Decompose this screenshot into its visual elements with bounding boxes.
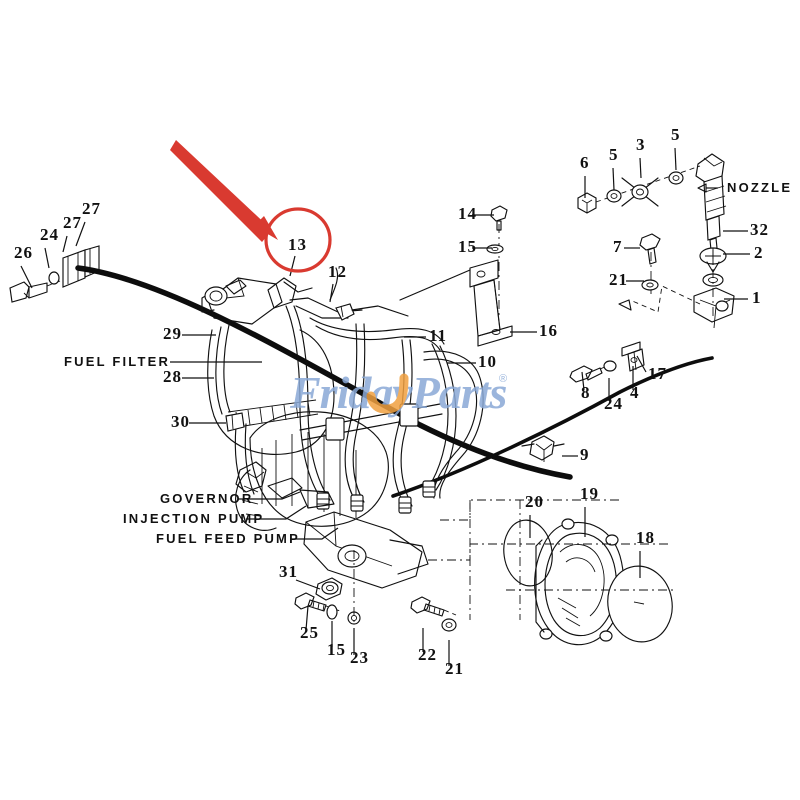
callout-number: 7	[613, 237, 623, 256]
red-highlight-ellipse	[264, 207, 332, 273]
callout-leader-13	[289, 255, 296, 277]
label-nozzle: NOZZLE	[727, 180, 792, 195]
nozzle-assembly	[577, 153, 735, 329]
watermark-registered-mark: ®	[499, 373, 507, 385]
pump-head-linkage	[267, 267, 409, 321]
callout-number: 1	[752, 288, 762, 307]
wing-fitting-9	[521, 435, 565, 462]
label-leader-lines	[170, 183, 718, 540]
callout-number: 30	[171, 412, 190, 431]
callout-leader-8	[581, 371, 585, 391]
callout-number: 18	[636, 528, 655, 547]
callout-number: 5	[671, 125, 681, 144]
text-label-layer: FUEL FILTER GOVERNOR INJECTION PUMP FUEL FE…	[64, 180, 792, 546]
callout-number: 21	[609, 270, 628, 289]
callout-number: 14	[458, 204, 477, 223]
callout-number: 26	[14, 243, 33, 262]
callout-number: 13	[288, 235, 307, 254]
callout-number: 5	[609, 145, 619, 164]
callout-number: 25	[300, 623, 319, 642]
label-governor: GOVERNOR	[160, 491, 253, 506]
callout-leader-5	[674, 147, 677, 171]
callout-number: 31	[279, 562, 298, 581]
callout-number: 9	[580, 445, 590, 464]
injection-lines	[285, 305, 484, 514]
callout-number: 15	[327, 640, 346, 659]
fridayparts-watermark: FridayParts ®	[289, 367, 508, 418]
fuel-filter-body	[207, 324, 335, 495]
lower-fittings-left	[294, 550, 361, 625]
callout-number: 4	[630, 383, 640, 402]
callout-number: 6	[580, 153, 590, 172]
label-injection-pump: INJECTION PUMP	[123, 511, 264, 526]
callout-number: 11	[429, 326, 447, 345]
callout-number: 20	[525, 492, 544, 511]
callout-number: 15	[458, 237, 477, 256]
connector-30	[225, 412, 245, 432]
callout-leader-3	[639, 157, 642, 179]
callout-number: 2	[754, 243, 764, 262]
callout-number: 23	[350, 648, 369, 667]
red-arrow-shaft	[170, 140, 272, 242]
red-annotation-group	[170, 140, 332, 273]
callout-number: 28	[163, 367, 182, 386]
lower-fittings-right	[410, 596, 457, 632]
callout-number: 8	[581, 383, 591, 402]
callout-leader-12	[329, 283, 334, 303]
callout-number: 17	[648, 364, 667, 383]
callout-leader-26	[20, 265, 33, 289]
callout-leader-27	[75, 221, 86, 247]
callout-number: 10	[478, 352, 497, 371]
engine-block-detail	[235, 461, 335, 509]
cross-fitting-3	[621, 177, 659, 207]
secondary-fuel-hose	[391, 356, 714, 498]
callout-number: 3	[636, 135, 646, 154]
label-fuel-feed-pump: FUEL FEED PUMP	[156, 531, 300, 546]
callout-leader-24	[44, 247, 50, 269]
callout-number: 27	[82, 199, 101, 218]
callout-number: 32	[750, 220, 769, 239]
callout-leader-5	[612, 167, 615, 191]
callout-number: 19	[580, 484, 599, 503]
callout-leader-17	[636, 355, 647, 373]
injection-pump-body	[201, 277, 429, 589]
callout-number: 21	[445, 659, 464, 678]
callout-number: 16	[539, 321, 558, 340]
callout-leader-27	[62, 235, 68, 253]
callout-number: 22	[418, 645, 437, 664]
drive-cover-assembly	[428, 499, 676, 646]
callout-number: 24	[604, 394, 623, 413]
red-arrow-head	[254, 216, 278, 240]
bracket-16-assembly	[399, 205, 513, 347]
watermark-swoosh	[366, 373, 409, 414]
callout-number: 24	[40, 225, 59, 244]
callout-leader-25	[305, 605, 309, 631]
callout-number: 12	[328, 262, 347, 281]
bracket-17-assembly	[569, 341, 645, 383]
callout-leader-31	[295, 579, 321, 590]
callout-number: 27	[63, 213, 82, 232]
callout-number: 29	[163, 324, 182, 343]
label-fuel-filter: FUEL FILTER	[64, 354, 170, 369]
